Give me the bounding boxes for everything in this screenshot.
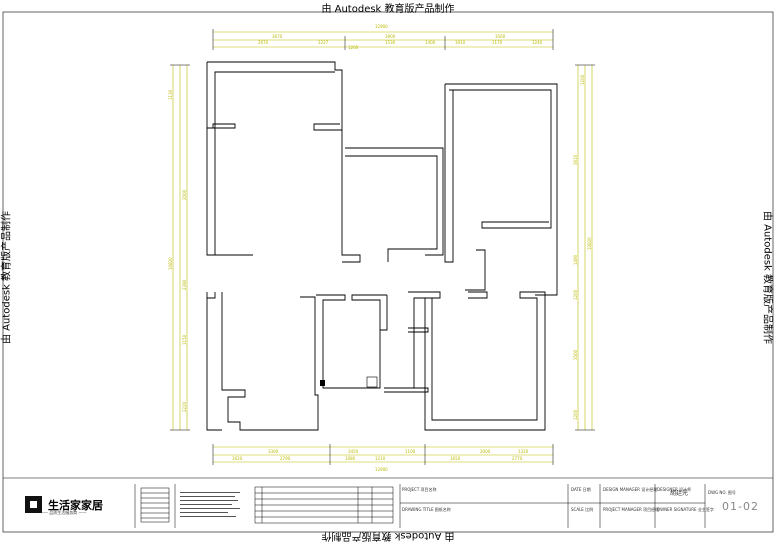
wall-corridor-stub <box>408 327 429 333</box>
dim-left-seg-1: 1130 <box>168 89 173 100</box>
dimension-labels: 12900 3670 3900 3560 2670 1227 1200 1530… <box>168 24 592 472</box>
dim-top-seg-3: 3560 <box>495 34 506 39</box>
wall-bathroom-right <box>380 295 388 331</box>
dim-top-seg-1: 3670 <box>272 34 283 39</box>
dim-bottom-seg-3: 1100 <box>405 449 416 454</box>
wall-corridor <box>408 291 441 388</box>
dim-left-seg-4: 1150 <box>182 334 187 345</box>
dim-left-seg-2: 2000 <box>182 189 187 200</box>
scale-label: SCALE 比例 <box>571 507 594 512</box>
wall-lower-left-outer <box>206 298 222 431</box>
dim-bottom-overall: 12900 <box>375 467 388 472</box>
wall-lower-right-room <box>424 291 546 431</box>
dimension-ticks <box>170 29 595 465</box>
dim-top-sub-2: 1227 <box>318 40 329 45</box>
wall-right-column <box>465 249 486 291</box>
dim-right-seg-6: 1200 <box>573 409 578 420</box>
dim-top-sub-4: 1530 <box>385 40 396 45</box>
dim-bottom-seg-2: 3450 <box>348 449 359 454</box>
company-logo-tagline: —— 品质生活服务商 —— <box>40 510 87 515</box>
dim-right-overall: 10820 <box>587 237 592 250</box>
title-block-notes <box>180 492 240 517</box>
project-manager-label: PROJECT MANAGER 项目经理 <box>603 507 660 512</box>
owner-signature-label: OWNER SIGNATURE 业主签字 <box>657 507 714 512</box>
wall-right-top-left <box>444 84 454 263</box>
dim-right-seg-3: 1490 <box>573 254 578 265</box>
dim-bottom-sub-3: 1080 <box>345 456 356 461</box>
wall-lower-left-room <box>221 292 319 431</box>
dim-bottom-sub-6: 2770 <box>512 456 523 461</box>
wall-corridor-bottom <box>384 387 429 393</box>
sheet-number: 01-02 <box>722 500 759 513</box>
designer-signature: 胡廷光 <box>670 490 689 497</box>
dim-top-sub-6: 1910 <box>455 40 466 45</box>
designer-label: DESIGNER 设计师 <box>657 487 691 492</box>
title-block-lines <box>134 484 706 528</box>
dim-top-seg-2: 3900 <box>385 34 396 39</box>
dim-bottom-seg-1: 3300 <box>268 449 279 454</box>
wall-bathroom <box>316 294 387 389</box>
wall-right-top-inner <box>449 89 552 229</box>
walls <box>206 61 558 431</box>
design-manager-label: DESIGN MANAGER 设计经理 <box>603 487 658 492</box>
dim-right-seg-2: 3610 <box>573 154 578 165</box>
logo-icon <box>25 496 42 513</box>
dim-top-sub-3: 1200 <box>348 45 359 50</box>
company-logo-text: 生活家家居 <box>48 499 103 512</box>
wall-lower-right-top <box>468 291 488 299</box>
drawing-title-label: DRAWING TITLE 图纸名称 <box>402 507 451 512</box>
dimension-lines <box>172 31 593 463</box>
column-marker <box>320 380 325 386</box>
dim-top-sub-7: 1170 <box>492 40 503 45</box>
dim-bottom-sub-2: 2790 <box>280 456 291 461</box>
dim-bottom-sub-4: 1210 <box>375 456 386 461</box>
wall-middle-room <box>345 147 444 256</box>
dim-bottom-sub-1: 1620 <box>232 456 243 461</box>
wall-middle-room-inner <box>345 155 438 262</box>
dim-right-seg-1: 1200 <box>580 74 585 85</box>
dim-bottom-seg-5: 1320 <box>518 449 529 454</box>
wall-central-vertical <box>341 130 361 263</box>
dim-left-seg-5: 2220 <box>182 401 187 412</box>
date-label: DATE 日期 <box>571 487 591 492</box>
drawing-number-label: DWG NO. 图号 <box>708 490 736 495</box>
dim-right-seg-5: 3500 <box>573 349 578 360</box>
project-label: PROJECT 项目名称 <box>402 487 437 492</box>
wall-top-left <box>207 61 343 131</box>
dim-top-sub-1: 2670 <box>258 40 269 45</box>
dim-right-seg-4: 1200 <box>573 289 578 300</box>
dim-top-sub-8: 1240 <box>532 40 543 45</box>
dim-left-overall: 10820 <box>168 257 173 270</box>
watermark-top: 由 Autodesk 教育版产品制作 <box>321 4 455 15</box>
wall-left-room-inner <box>206 71 335 256</box>
wall-right-top-outer <box>445 83 558 296</box>
drawing-frame <box>2 11 774 533</box>
dim-top-sub-5: 1400 <box>425 40 436 45</box>
dim-top-overall: 12900 <box>375 24 388 29</box>
dim-bottom-seg-4: 2000 <box>480 449 491 454</box>
dim-bottom-sub-5: 1650 <box>450 456 461 461</box>
dim-left-seg-3: 2390 <box>182 279 187 290</box>
floor-drain <box>366 376 378 388</box>
wall-lower-left-top <box>206 292 216 299</box>
